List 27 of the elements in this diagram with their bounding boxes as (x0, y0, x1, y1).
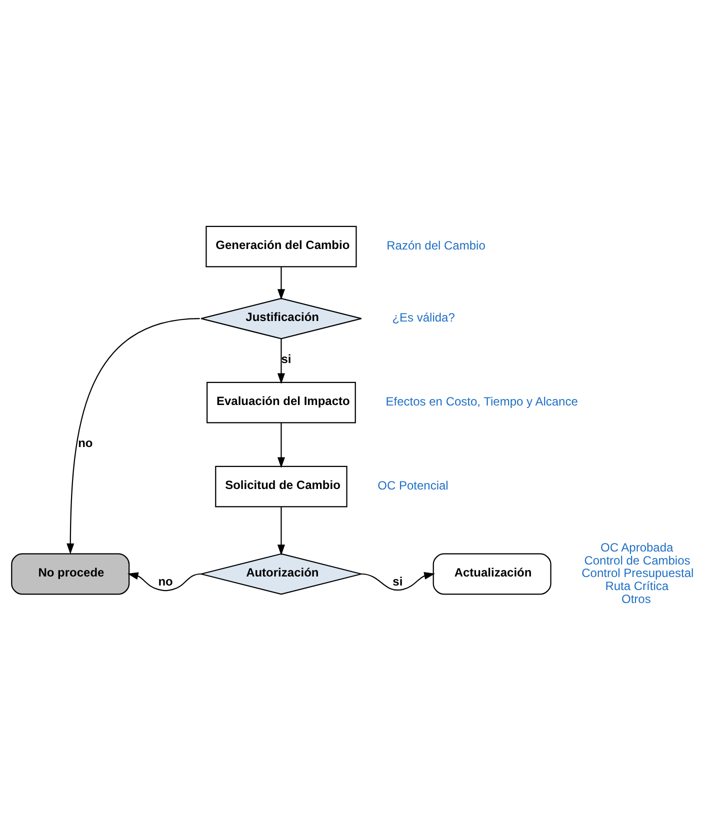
arrow (277, 422, 285, 468)
node-box: Solicitud de Cambio (215, 465, 348, 507)
arrow (277, 506, 285, 555)
arrow (277, 266, 285, 300)
node-box: Actualización (432, 552, 552, 594)
node-label: Otros (622, 591, 651, 606)
edge-label: no (158, 574, 173, 588)
node-label: Razón del Cambio (386, 238, 486, 252)
edge-label: si (392, 574, 403, 588)
node-box: No procede (11, 552, 130, 594)
arrow (277, 338, 285, 384)
node-box: Evaluación del Impacto (206, 381, 356, 423)
edge-label: no (78, 435, 93, 450)
node-label: ¿Es válida? (392, 310, 455, 324)
arrow (361, 572, 435, 590)
node-label: OC Potencial (378, 478, 448, 492)
node-label: Control Presupuestal (582, 566, 694, 580)
node-diamond: Autorización (200, 552, 362, 594)
node-label: OC Aprobada (600, 540, 674, 554)
node-label: Control de Cambios (584, 552, 690, 567)
edge-label: si (281, 351, 292, 366)
node-diamond: Justificación (200, 297, 362, 339)
arrow (127, 572, 202, 591)
node-label: Efectos en Costo, Tiempo y Alcance (386, 394, 578, 408)
node-box: Generación del Cambio (206, 225, 357, 267)
node-label: Ruta Crítica (605, 578, 669, 593)
arrow (66, 318, 200, 554)
